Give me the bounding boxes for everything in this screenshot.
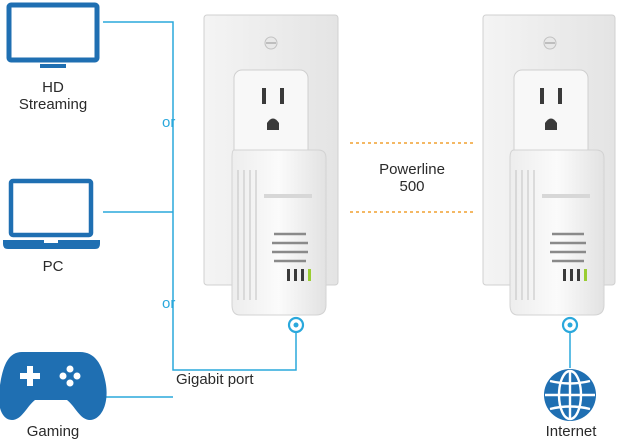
or-label-1: or <box>162 114 176 131</box>
monitor-icon <box>6 2 100 68</box>
powerline-link <box>350 142 475 213</box>
gamepad-icon <box>0 352 107 420</box>
trunk-line <box>103 21 297 371</box>
left-powerline-adapter <box>203 14 339 334</box>
connection-lines <box>103 21 571 398</box>
laptop-icon <box>3 178 100 249</box>
device-label-tv: HD Streaming <box>18 79 88 113</box>
internet-label: Internet <box>545 423 597 440</box>
right-powerline-adapter <box>482 14 616 334</box>
or-label-2: or <box>162 295 176 312</box>
globe-icon <box>544 369 596 421</box>
device-label-pc: PC <box>42 258 64 275</box>
gigabit-port-label: Gigabit port <box>176 371 254 388</box>
powerline-label: Powerline 500 <box>379 161 445 195</box>
device-label-gaming: Gaming <box>26 423 80 440</box>
